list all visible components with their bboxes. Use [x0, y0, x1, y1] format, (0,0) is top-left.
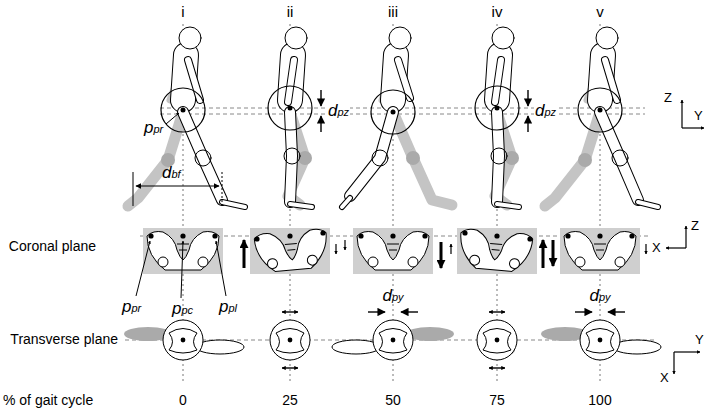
column-numeral: v — [596, 3, 604, 21]
dimension-label: dpz — [327, 101, 350, 121]
point-label: ppr — [122, 297, 141, 317]
axis-label: Y — [694, 108, 703, 124]
plane-label: Transverse plane — [10, 331, 118, 348]
column-numeral: iii — [388, 3, 398, 21]
column-numeral: i — [181, 3, 184, 21]
column-numeral: iv — [492, 3, 503, 21]
column-numeral: ii — [287, 3, 294, 21]
dimension-label: dpy — [382, 286, 403, 306]
percent-value: 50 — [385, 392, 401, 409]
axis-label: Y — [695, 332, 704, 348]
percent-value: 100 — [588, 392, 611, 409]
percent-value: 75 — [489, 392, 505, 409]
axis-label: X — [652, 240, 661, 256]
percent-value: 25 — [282, 392, 298, 409]
dimension-label: dbf — [162, 163, 181, 183]
axis-title: % of gait cycle — [3, 392, 93, 409]
point-label: ppr — [144, 118, 163, 138]
axis-label: Z — [664, 90, 672, 106]
axis-label: Z — [691, 218, 699, 234]
plane-label: Coronal plane — [9, 238, 96, 255]
dimension-label: dpz — [534, 101, 557, 121]
percent-value: 0 — [179, 392, 187, 409]
point-label: ppl — [219, 297, 237, 317]
axis-label: X — [660, 370, 669, 386]
dimension-label: dpy — [589, 286, 610, 306]
point-label: ppc — [172, 299, 193, 319]
